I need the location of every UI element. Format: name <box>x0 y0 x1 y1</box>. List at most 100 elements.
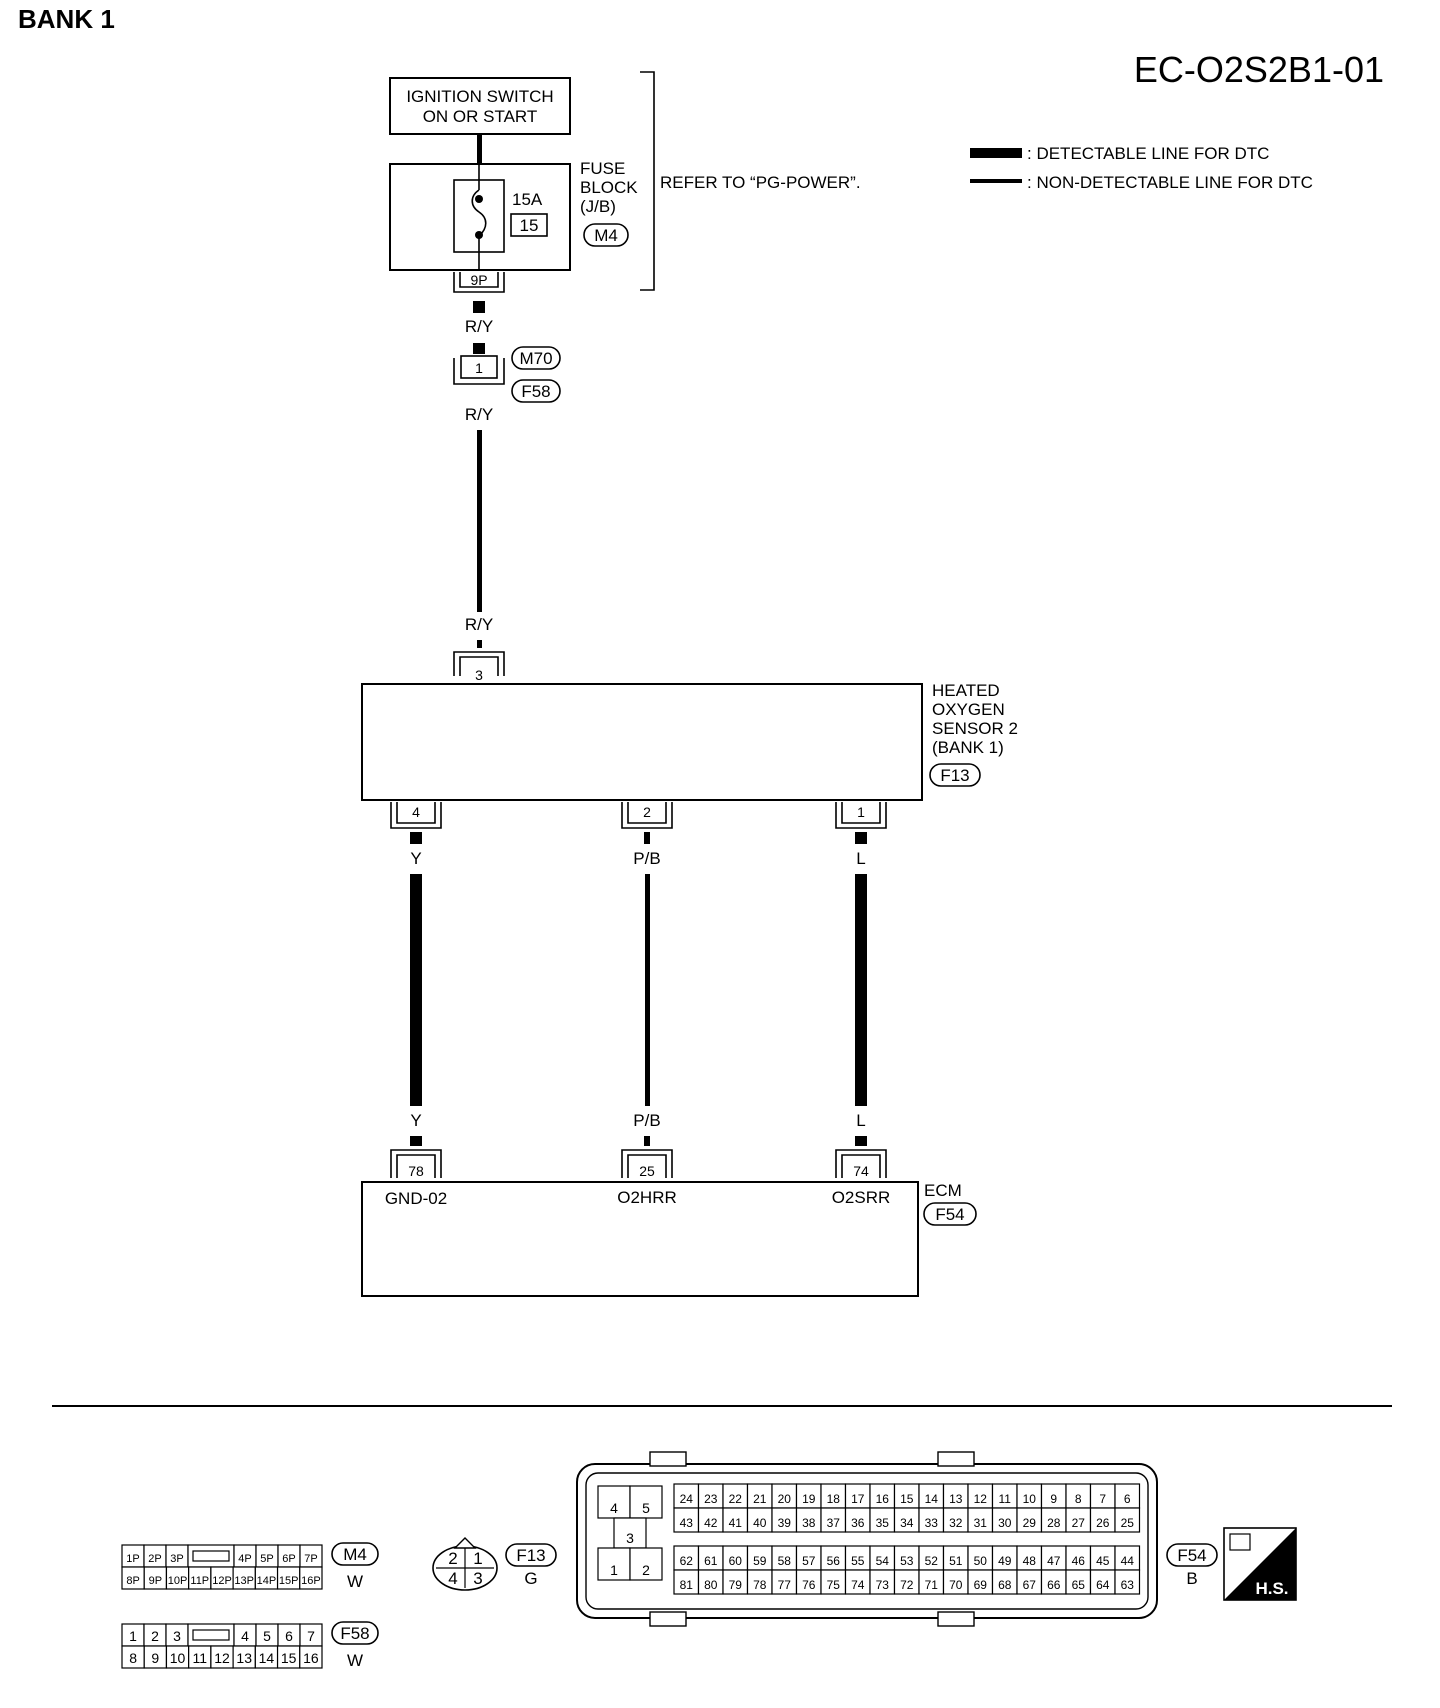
f54-pin-55: 55 <box>851 1554 865 1568</box>
f54-pin-57: 57 <box>802 1554 816 1568</box>
sensor-pin-1: 1 <box>857 804 865 820</box>
fuse-rating: 15A <box>512 190 543 209</box>
f54-latch-1 <box>937 1451 975 1467</box>
f54-pin-29-cell <box>1016 1507 1043 1533</box>
f54-pin-11: 11 <box>999 1492 1012 1506</box>
f54-pin-61: 61 <box>704 1554 718 1568</box>
sensor-pin1-connector <box>835 802 887 829</box>
f54-pin-29: 29 <box>1023 1516 1037 1530</box>
ecm-terminal-gnd: GND-02 <box>385 1189 447 1208</box>
f54-pin-67: 67 <box>1023 1578 1037 1592</box>
joint-connector-pin-box <box>460 355 498 379</box>
f54-pin-42-cell <box>697 1507 724 1533</box>
sensor-line2: OXYGEN <box>932 700 1005 719</box>
f54-pin-7: 7 <box>1099 1492 1106 1506</box>
f58-pin-4: 4 <box>241 1628 249 1644</box>
f54-pin-48: 48 <box>1023 1554 1037 1568</box>
hs-badge-label: H.S. <box>1255 1579 1288 1598</box>
f54-pin-42: 42 <box>704 1516 718 1530</box>
m4-pin-1P: 1P <box>126 1553 139 1565</box>
f54-pin-8: 8 <box>1075 1492 1082 1506</box>
ecm-box <box>361 1181 919 1297</box>
f54-pin-10: 10 <box>1023 1492 1037 1506</box>
diagram-code: EC-O2S2B1-01 <box>1134 49 1384 90</box>
wire-y <box>410 874 422 1106</box>
f54-pin-19-cell <box>795 1483 822 1509</box>
section-divider <box>52 1405 1392 1407</box>
m4-pin-9P: 9P <box>149 1575 162 1587</box>
wire-color-l-bottom: L <box>856 1111 865 1130</box>
refer-bracket <box>640 71 655 291</box>
f54-pin-64-cell <box>1089 1569 1116 1595</box>
f54-pin-38: 38 <box>802 1516 816 1530</box>
f54-pin-1: 1 <box>610 1562 618 1578</box>
f54-pin-73: 73 <box>876 1578 890 1592</box>
ignition-line2: ON OR START <box>423 107 538 126</box>
f54-pin-22: 22 <box>729 1492 743 1506</box>
f54-pin-2: 2 <box>642 1562 650 1578</box>
legend-non-detectable: : NON-DETECTABLE LINE FOR DTC <box>1027 173 1313 192</box>
f54-pin-63-cell <box>1114 1569 1141 1595</box>
m4-pin-16P-cell <box>299 1566 323 1590</box>
f54-pin-76: 76 <box>802 1578 816 1592</box>
f54-pin-30: 30 <box>998 1516 1012 1530</box>
f54-pin-24: 24 <box>680 1492 694 1506</box>
f54-pin-32: 32 <box>949 1516 963 1530</box>
sensor-line3: SENSOR 2 <box>932 719 1018 738</box>
f54-pin-43: 43 <box>680 1516 694 1530</box>
f54-pin-45: 45 <box>1096 1554 1110 1568</box>
f54-pin-10-cell <box>1016 1483 1043 1509</box>
f54-pin-27: 27 <box>1072 1516 1086 1530</box>
wire-ry-main <box>477 430 482 612</box>
sensor-top-connector <box>453 651 505 676</box>
ecm-connector-tag <box>923 1202 977 1226</box>
m4-pin-7P: 7P <box>304 1553 317 1565</box>
f54-pin-56: 56 <box>827 1554 841 1568</box>
f58-connector-label: F58 <box>340 1624 369 1643</box>
fuse-dot-bottom <box>475 231 483 239</box>
fuse-block-line1: FUSE <box>580 159 625 178</box>
f54-pin-79-cell <box>722 1569 749 1595</box>
f54-pin-35-cell <box>869 1507 896 1533</box>
f54-pin-14: 14 <box>925 1492 939 1506</box>
f54-pin-31: 31 <box>974 1516 988 1530</box>
m4-latch <box>192 1550 230 1562</box>
f54-pin-77: 77 <box>778 1578 792 1592</box>
conn-label-m70: M70 <box>519 349 552 368</box>
wire-ignition-fuse <box>477 134 482 164</box>
f58-pin-9: 9 <box>151 1650 159 1666</box>
wire-stub-y-top <box>410 832 422 844</box>
joint-connector-outline <box>453 358 505 385</box>
m4-pin-6P: 6P <box>282 1553 295 1565</box>
m4-pin-10P: 10P <box>168 1575 188 1587</box>
f54-pin-4: 4 <box>610 1500 618 1516</box>
f13-connector-label: F13 <box>516 1546 545 1565</box>
sensor-line1: HEATED <box>932 681 1000 700</box>
ecm-pin-25: 25 <box>639 1163 655 1179</box>
wire-color-y-bottom: Y <box>410 1111 421 1130</box>
f54-pin-51: 51 <box>949 1554 963 1568</box>
f13-pin-1: 1 <box>473 1549 482 1568</box>
f58-pin-7: 7 <box>307 1628 315 1644</box>
f54-pin-33: 33 <box>925 1516 939 1530</box>
f54-pin-68-cell <box>991 1569 1018 1595</box>
f54-pin-27-cell <box>1065 1507 1092 1533</box>
f54-pin-26: 26 <box>1096 1516 1110 1530</box>
f54-pin-26-cell <box>1089 1507 1116 1533</box>
fuse-connector-label: M4 <box>594 226 618 245</box>
f54-pin-33-cell <box>918 1507 945 1533</box>
f54-pin-59: 59 <box>753 1554 767 1568</box>
f58-pin-16-cell <box>299 1645 323 1669</box>
f54-pin-34-cell <box>893 1507 920 1533</box>
f54-pin-71: 71 <box>925 1578 939 1592</box>
f54-pin-78: 78 <box>753 1578 767 1592</box>
f54-pin-9: 9 <box>1050 1492 1057 1506</box>
f54-pin-60: 60 <box>729 1554 743 1568</box>
wire-stub-pb-top <box>644 832 650 844</box>
fuse-dot-top <box>475 195 483 203</box>
wire-stub-y-bottom <box>410 1136 422 1146</box>
sensor-pin-2: 2 <box>643 804 651 820</box>
f58-pin-11: 11 <box>193 1650 208 1666</box>
